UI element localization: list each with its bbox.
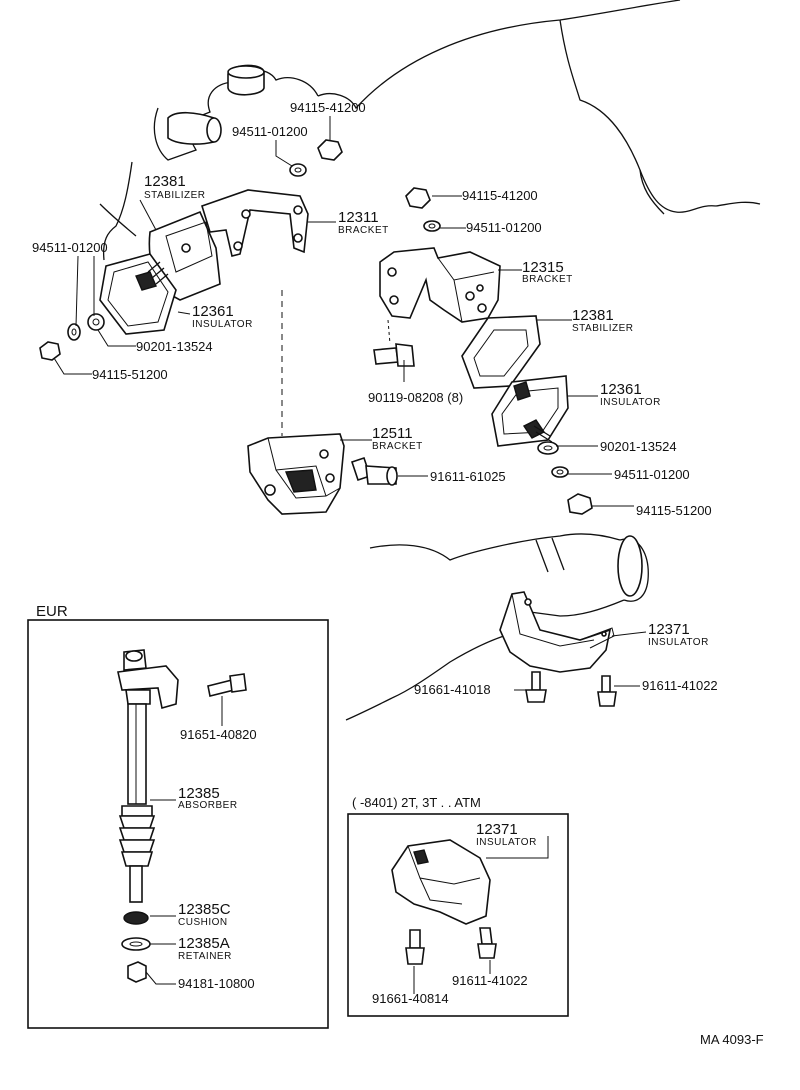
label-91611-61025: 91611-61025: [430, 469, 506, 484]
label-12311-num: 12311: [338, 209, 379, 226]
label-91661-40814: 91661-40814: [372, 991, 449, 1006]
label-12315-num: 12315: [522, 259, 564, 276]
label-90119-08208: 90119-08208 (8): [368, 390, 463, 405]
label-12385A-num: 12385A: [178, 935, 230, 952]
insulator-12371-main: [499, 591, 617, 707]
label-12315-name: BRACKET: [522, 274, 573, 285]
left-mount-assembly: [39, 139, 343, 436]
label-12361-left-num: 12361: [192, 303, 234, 320]
label-94511-01200-right: 94511-01200: [466, 220, 542, 235]
label-12385A-name: RETAINER: [178, 951, 232, 962]
label-90201-13524-right: 90201-13524: [600, 439, 677, 454]
label-12381-left-num: 12381: [144, 173, 186, 190]
right-mount-assembly: [373, 187, 593, 515]
part-labels: 94115-41200 94511-01200 12381 STABILIZER…: [32, 100, 764, 1047]
label-94181-10800: 94181-10800: [178, 976, 255, 991]
label-12385-name: ABSORBER: [178, 800, 238, 811]
label-12381-right-name: STABILIZER: [572, 323, 634, 334]
label-12361-right-num: 12361: [600, 381, 642, 398]
label-12371-atm-num: 12371: [476, 821, 518, 838]
eur-box-title: EUR: [36, 603, 68, 620]
label-12385C-num: 12385C: [178, 901, 231, 918]
label-12385C-name: CUSHION: [178, 917, 228, 928]
label-12381-left-name: STABILIZER: [144, 190, 206, 201]
diagram-code: MA 4093-F: [700, 1032, 764, 1047]
label-91651-40820: 91651-40820: [180, 727, 257, 742]
label-12361-left-name: INSULATOR: [192, 319, 253, 330]
label-12385-num: 12385: [178, 785, 220, 802]
atm-box-title: ( -8401) 2T, 3T . . ATM: [352, 795, 481, 810]
label-94115-41200-top: 94115-41200: [290, 100, 366, 115]
bracket-12511: [247, 433, 398, 515]
label-12361-right-name: INSULATOR: [600, 397, 661, 408]
engine-outline: [99, 0, 761, 261]
label-12371-name: INSULATOR: [648, 637, 709, 648]
eur-box: [27, 619, 329, 1029]
label-12311-name: BRACKET: [338, 225, 389, 236]
label-91611-41022-main: 91611-41022: [642, 678, 718, 693]
label-91611-41022-atm: 91611-41022: [452, 973, 528, 988]
label-94115-51200-left: 94115-51200: [92, 367, 168, 382]
label-94115-51200-right: 94115-51200: [636, 503, 712, 518]
label-94511-01200-lower: 94511-01200: [614, 467, 690, 482]
label-94511-01200-top: 94511-01200: [232, 124, 308, 139]
label-12381-right-num: 12381: [572, 307, 614, 324]
label-12371-num: 12371: [648, 621, 690, 638]
label-94511-01200-left: 94511-01200: [32, 240, 108, 255]
label-90201-13524-left: 90201-13524: [136, 339, 213, 354]
label-94115-41200-right: 94115-41200: [462, 188, 538, 203]
leader-lines: [53, 116, 647, 994]
label-91661-41018: 91661-41018: [414, 682, 491, 697]
label-12511-name: BRACKET: [372, 441, 423, 452]
transmission-outline: [345, 533, 649, 721]
label-12371-atm-name: INSULATOR: [476, 837, 537, 848]
atm-box: [347, 813, 569, 1017]
label-12511-num: 12511: [372, 425, 413, 442]
